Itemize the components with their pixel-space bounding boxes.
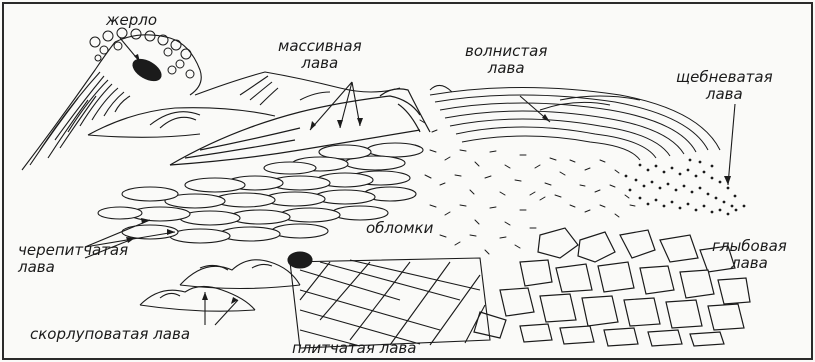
label-block-lava: глыбовая лава bbox=[712, 238, 787, 272]
label-massive-lava: массивная лава bbox=[278, 38, 362, 72]
label-fragments: обломки bbox=[366, 220, 433, 237]
vent-opening bbox=[129, 54, 166, 86]
slabby-lava bbox=[290, 258, 490, 348]
label-block-line2: лава bbox=[712, 255, 787, 272]
label-imbricate-lava: черепитчатая лава bbox=[18, 242, 128, 276]
label-wavy-line2: лава bbox=[465, 60, 547, 77]
label-vent-text: жерло bbox=[106, 11, 157, 29]
rubbly-lava bbox=[625, 159, 746, 216]
label-imbricate-line1: черепитчатая bbox=[18, 242, 128, 259]
label-vent: жерло bbox=[106, 12, 157, 29]
label-massive-line1: массивная bbox=[278, 38, 362, 55]
label-massive-line2: лава bbox=[278, 55, 362, 72]
label-shelly-lava: скорлуповатая лава bbox=[30, 326, 190, 343]
label-shelly-text: скорлуповатая лава bbox=[30, 325, 190, 343]
shelly-lava bbox=[140, 252, 312, 311]
label-fragments-text: обломки bbox=[366, 219, 433, 237]
label-slabby-text: плитчатая лава bbox=[292, 339, 416, 357]
label-wavy-lava: волнистая лава bbox=[465, 43, 547, 77]
volcano-cone bbox=[22, 35, 201, 170]
mountain-ridges bbox=[88, 72, 400, 137]
label-rubbly-lava: щебневатая лава bbox=[676, 69, 773, 103]
label-rubbly-line2: лава bbox=[676, 86, 773, 103]
label-slabby-lava: плитчатая лава bbox=[292, 340, 416, 357]
label-imbricate-line2: лава bbox=[18, 259, 128, 276]
label-rubbly-line1: щебневатая bbox=[676, 69, 773, 86]
label-block-line1: глыбовая bbox=[712, 238, 787, 255]
label-wavy-line1: волнистая bbox=[465, 43, 547, 60]
